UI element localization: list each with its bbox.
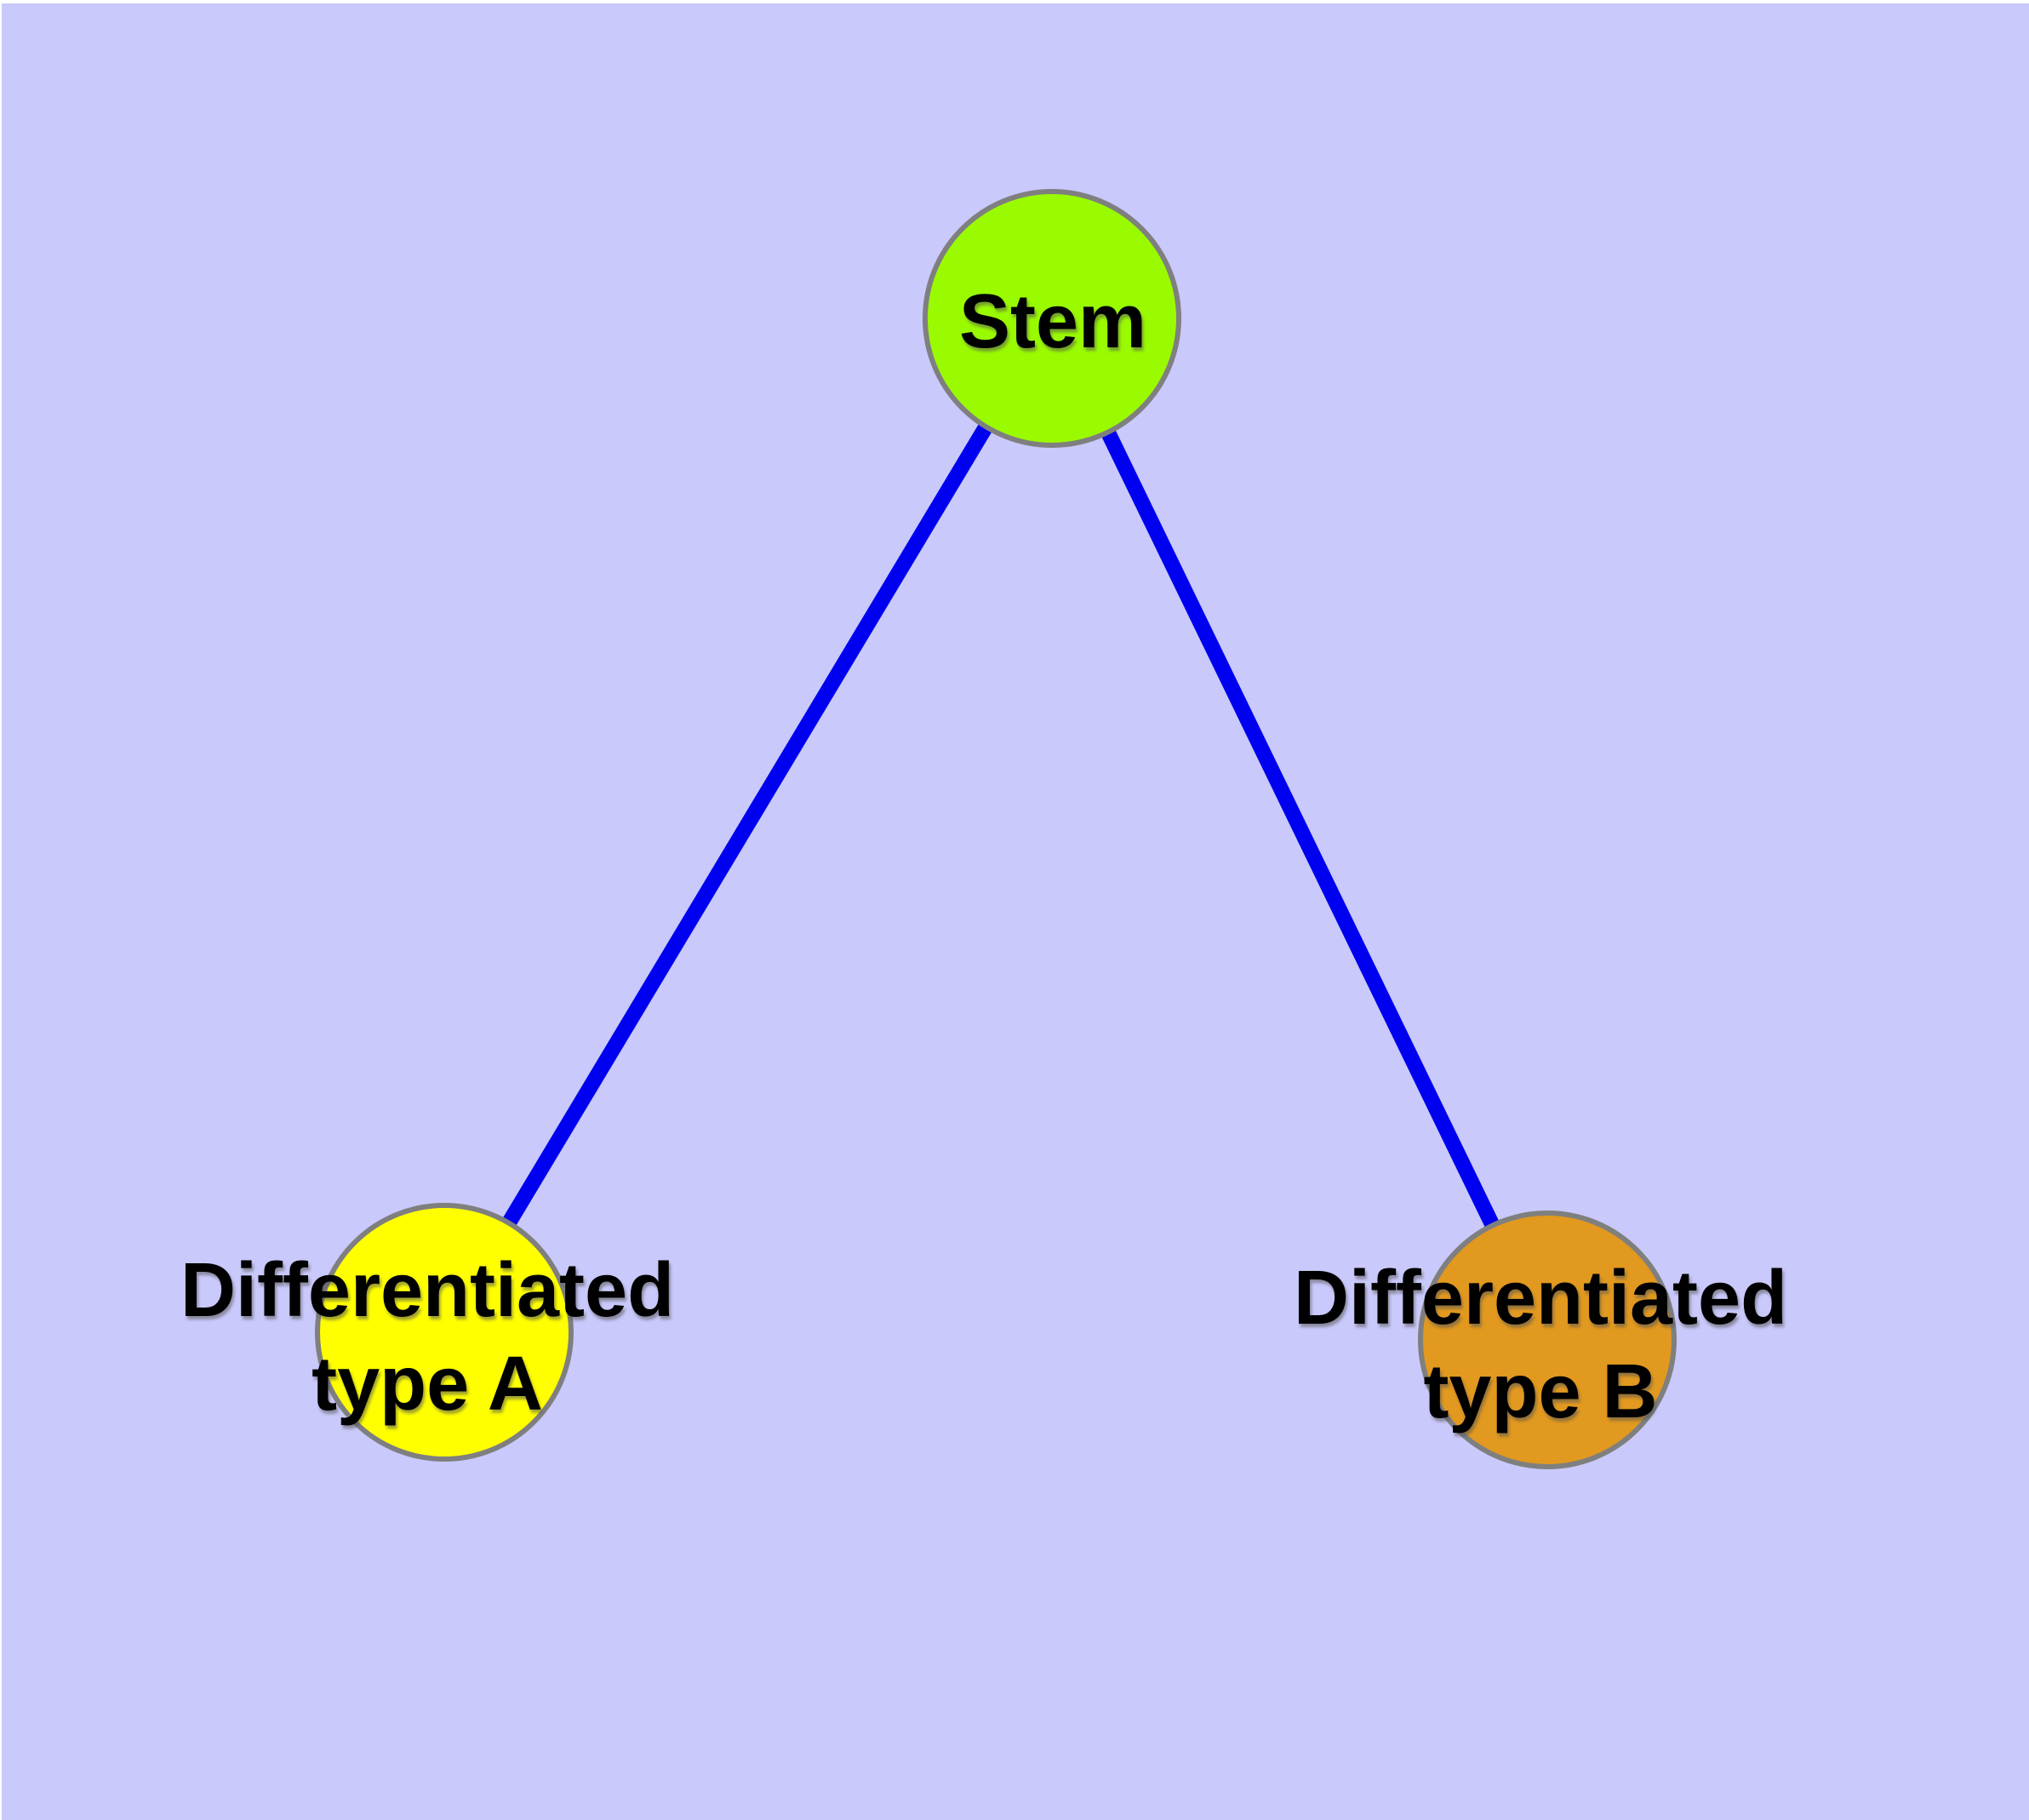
node-stem-label: Stem	[959, 275, 1146, 369]
diagram-canvas: Stem Differentiated type A Differentiate…	[2, 3, 2029, 1820]
node-type-a-circle	[315, 1203, 574, 1462]
node-type-b-label: Differentiated type B	[1294, 1251, 1787, 1439]
node-type-b-circle	[1418, 1210, 1677, 1469]
node-type-a-label-line1: Differentiated	[180, 1248, 675, 1333]
node-type-a-label-line2: type A	[311, 1342, 543, 1427]
edge-stem-to-type-a	[437, 312, 1059, 1335]
edge-layer	[437, 312, 1555, 1342]
node-stem-circle	[923, 189, 1181, 448]
edge-stem-to-type-b	[1044, 313, 1555, 1342]
node-type-b-label-line2: type B	[1423, 1349, 1658, 1434]
node-type-b-label-line1: Differentiated	[1293, 1256, 1788, 1341]
node-stem-label-line1: Stem	[958, 279, 1147, 364]
node-type-a-label: Differentiated type A	[180, 1244, 674, 1431]
